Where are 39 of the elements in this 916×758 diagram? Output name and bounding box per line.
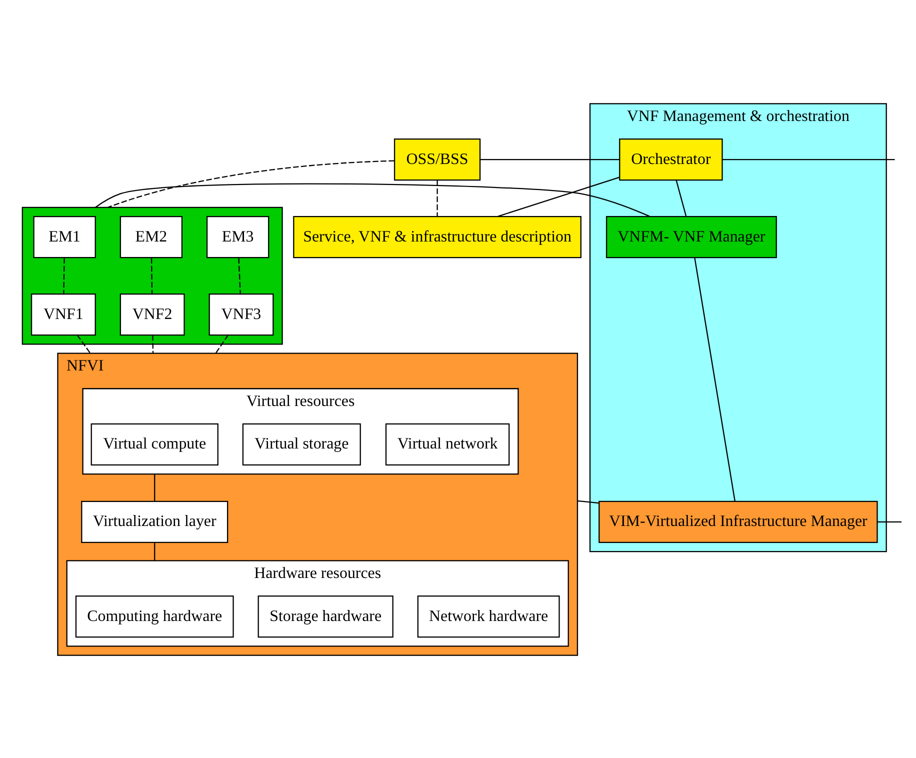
node-box: VNF2 bbox=[120, 292, 185, 336]
connector bbox=[694, 257, 736, 501]
node-box: OSS/BSS bbox=[394, 138, 481, 180]
connector bbox=[76, 334, 91, 354]
node-box: VIM-Virtualized Infrastructure Manager bbox=[598, 500, 878, 543]
connector bbox=[877, 520, 902, 522]
connector bbox=[63, 257, 65, 294]
connector bbox=[498, 176, 620, 216]
node-box: Virtual compute bbox=[90, 422, 218, 466]
connector bbox=[154, 474, 156, 500]
connector bbox=[436, 180, 438, 216]
node-label: NFVI bbox=[66, 357, 104, 374]
connector bbox=[722, 158, 895, 160]
node-box: VNFM- VNF Manager bbox=[606, 215, 777, 258]
node-box: Storage hardware bbox=[258, 594, 394, 638]
connector bbox=[154, 542, 156, 560]
cluster bbox=[57, 352, 578, 656]
node-box: Virtual network bbox=[385, 422, 510, 466]
connector bbox=[215, 334, 229, 354]
connector bbox=[152, 334, 154, 353]
node-box: Service, VNF & infrastructure description bbox=[293, 215, 582, 258]
node-box: VNF1 bbox=[30, 292, 96, 336]
node-box: VNF3 bbox=[208, 292, 274, 336]
connector bbox=[676, 180, 687, 216]
connector bbox=[95, 182, 650, 216]
connector bbox=[108, 160, 394, 208]
connector bbox=[577, 500, 599, 504]
node-box: EM2 bbox=[120, 215, 183, 258]
cluster bbox=[22, 206, 283, 344]
node-box: EM1 bbox=[33, 215, 96, 258]
node-box: Virtualization layer bbox=[81, 500, 228, 543]
connector bbox=[150, 257, 153, 294]
node-box: Orchestrator bbox=[619, 138, 723, 180]
node-box: Computing hardware bbox=[75, 594, 234, 638]
connector bbox=[480, 158, 620, 160]
node-box: Network hardware bbox=[417, 594, 560, 638]
node-box: Virtual storage bbox=[242, 422, 361, 466]
node-box: EM3 bbox=[206, 215, 270, 258]
connector bbox=[238, 257, 241, 294]
